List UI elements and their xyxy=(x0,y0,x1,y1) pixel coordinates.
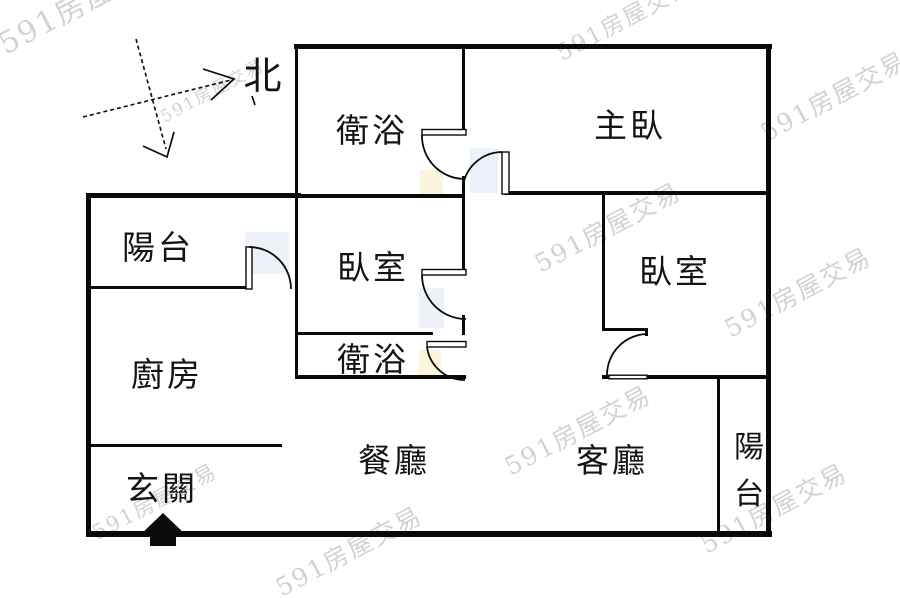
wall-segment xyxy=(602,328,648,331)
room-label-bath-top: 衛浴 xyxy=(336,111,408,150)
wall-segment xyxy=(602,375,768,379)
watermark-color-patch xyxy=(420,170,443,197)
door-leaf xyxy=(421,128,467,136)
door-arc xyxy=(421,134,465,180)
wall-segment xyxy=(462,315,465,335)
door-threshold xyxy=(608,374,648,380)
room-label-living: 客廳 xyxy=(576,441,648,480)
wall-segment xyxy=(296,194,463,198)
walls xyxy=(86,44,772,537)
watermark-color-patch xyxy=(419,288,444,328)
room-label-foyer: 玄關 xyxy=(126,469,198,508)
north-arrowhead xyxy=(142,131,175,159)
wall-segment xyxy=(86,286,249,289)
room-label-kitchen: 廚房 xyxy=(131,355,203,394)
room-label-bedroom-center: 臥室 xyxy=(337,248,409,287)
door-leaf xyxy=(245,246,253,290)
wall-segment xyxy=(295,46,298,378)
entrance-arrow xyxy=(139,513,187,546)
door-arc xyxy=(463,151,503,182)
room-label-dining: 餐廳 xyxy=(358,441,430,480)
room-label-master-bedroom: 主臥 xyxy=(594,106,666,145)
doors xyxy=(245,128,649,381)
watermark-color-patch xyxy=(419,350,441,376)
wall-outer-left xyxy=(86,193,91,536)
north-arrow-line xyxy=(82,79,232,118)
room-label-balcony-left: 陽台 xyxy=(122,228,194,267)
door-arc xyxy=(248,246,292,290)
watermark-text: 591房屋交易 xyxy=(720,242,876,344)
wall-segment xyxy=(462,46,465,132)
door-leaf xyxy=(426,340,467,348)
watermark-text: 591房屋交易 xyxy=(552,0,697,66)
wall-outer-bottom xyxy=(86,531,772,537)
room-labels: 衛浴 主臥 陽台 臥室 臥室 廚房 衛浴 餐廳 客廳 玄關 陽 台 xyxy=(122,106,764,512)
door-arc xyxy=(426,346,466,381)
wall-segment xyxy=(602,193,605,331)
wall-segment xyxy=(505,191,768,195)
wall-balcony-left-top xyxy=(86,193,301,198)
north-arrow: 北 xyxy=(82,38,284,159)
wall-segment xyxy=(717,377,720,534)
north-arrowhead xyxy=(202,68,236,101)
door-arc xyxy=(606,333,649,376)
watermark-text: 591房屋交易 xyxy=(271,501,427,598)
wall-outer-top xyxy=(294,44,772,49)
wall-segment xyxy=(296,332,433,335)
door-arc xyxy=(421,274,467,320)
wall-segment xyxy=(86,444,282,447)
north-label: 北 xyxy=(243,54,284,98)
watermark-text: 591房屋交易 xyxy=(0,0,178,62)
watermark-text: 591房屋交易 xyxy=(756,46,900,148)
north-tick xyxy=(251,95,256,106)
door-leaf xyxy=(421,268,467,276)
door-leaf xyxy=(501,151,510,195)
wall-segment xyxy=(645,328,648,336)
watermark-color-patch xyxy=(470,148,498,193)
room-label-bedroom-right: 臥室 xyxy=(639,252,711,291)
wall-outer-right xyxy=(766,44,771,536)
north-arrow-line xyxy=(135,38,167,150)
room-label-bath-lower: 衛浴 xyxy=(337,340,409,379)
wall-segment xyxy=(462,176,465,272)
room-label-balcony-right: 台 xyxy=(734,477,764,512)
room-label-balcony-right: 陽 xyxy=(734,430,764,465)
wall-segment xyxy=(295,375,466,379)
